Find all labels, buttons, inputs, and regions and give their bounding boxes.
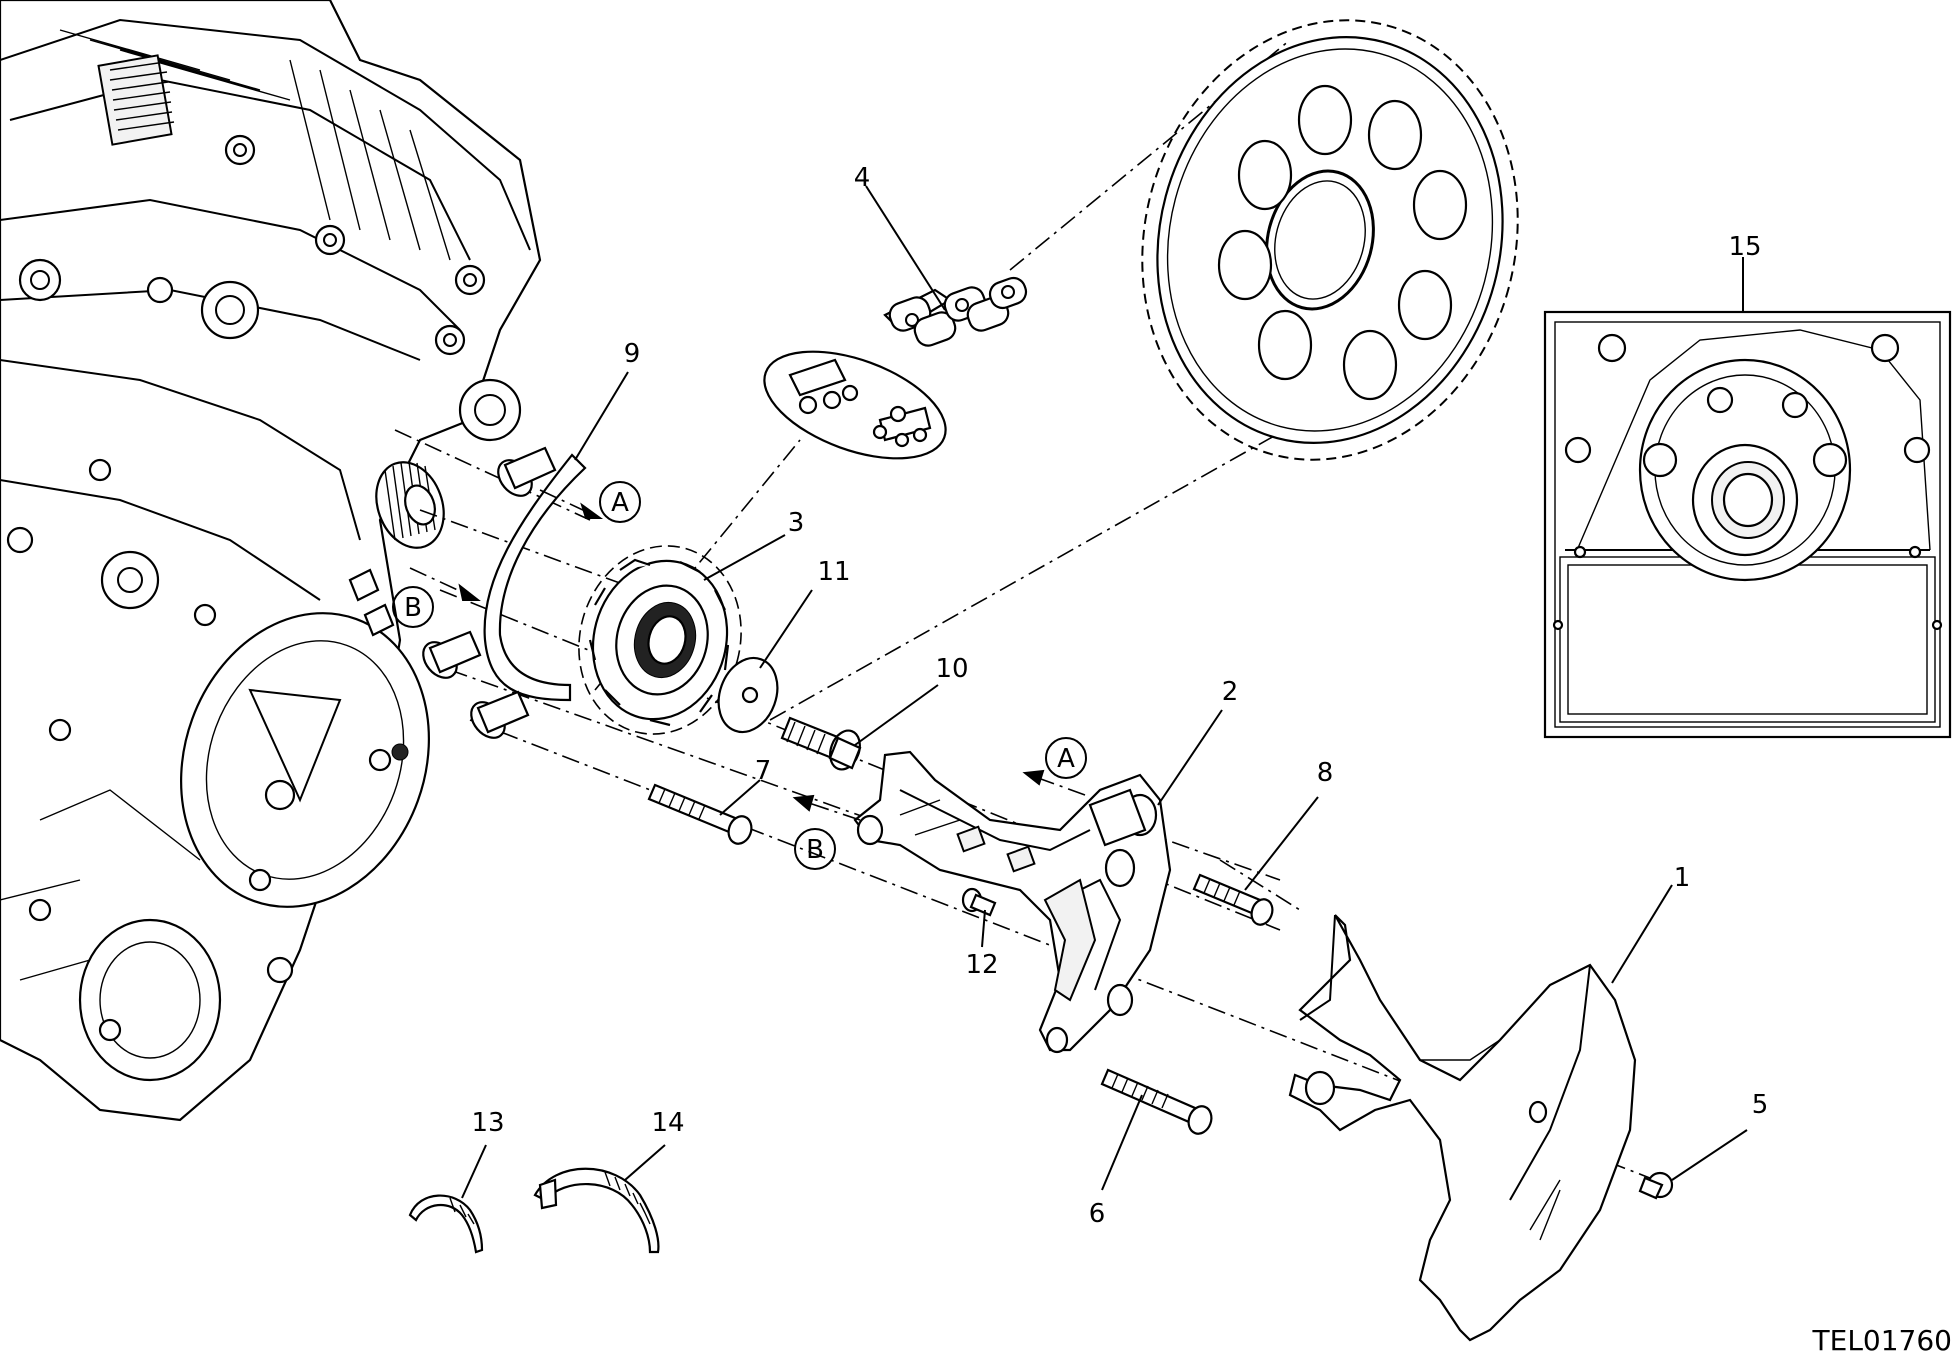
- callout-3: 3: [788, 508, 805, 538]
- callout-15: 15: [1728, 232, 1761, 262]
- cable-tie-14: [533, 1167, 660, 1254]
- callout-13: 13: [471, 1108, 504, 1138]
- callout-8: 8: [1317, 758, 1334, 788]
- callout-2: 2: [1222, 677, 1239, 707]
- leader-lines: [461, 185, 1748, 1199]
- callout-9: 9: [624, 339, 641, 369]
- marker-b-left: B: [392, 586, 434, 628]
- screw-5: [1638, 1171, 1674, 1200]
- sprocket-bolt: [780, 716, 862, 771]
- callout-1: 1: [1674, 863, 1691, 893]
- marker-a-top-label: A: [611, 488, 629, 518]
- callout-12: 12: [965, 950, 998, 980]
- small-screw: [961, 887, 997, 917]
- callout-4: 4: [854, 163, 871, 193]
- rear-sprocket: [1141, 19, 1519, 461]
- callout-10: 10: [935, 654, 968, 684]
- marker-b-right: B: [794, 828, 836, 870]
- chain-cover-bracket: [853, 750, 1172, 1054]
- marker-b-right-label: B: [806, 835, 824, 865]
- long-bolt-6: [1100, 1068, 1213, 1135]
- callout-5: 5: [1752, 1090, 1769, 1120]
- direction-arrows: [409, 489, 1086, 821]
- engine-assembly: [0, 0, 542, 1122]
- drawing-id: TEL01760: [1812, 1324, 1952, 1357]
- inset-detail-panel: [1543, 310, 1952, 739]
- callout-14: 14: [651, 1108, 684, 1138]
- marker-a-top: A: [599, 481, 641, 523]
- chain-cover: [1288, 914, 1637, 1342]
- front-sprocket: [578, 545, 742, 735]
- cable-tie-13: [408, 1194, 484, 1254]
- long-bolt-7: [647, 783, 753, 845]
- chain-master-link: [763, 276, 1028, 460]
- marker-b-left-label: B: [404, 593, 422, 623]
- callout-11: 11: [817, 557, 850, 587]
- washer: [717, 656, 779, 734]
- marker-a-right: A: [1045, 737, 1087, 779]
- chain-guide: [422, 446, 587, 739]
- marker-a-right-label: A: [1057, 744, 1075, 774]
- bolt-8: [1192, 873, 1274, 926]
- callout-6: 6: [1089, 1199, 1106, 1229]
- callout-numbers: 1 2 3 4 5 6 7 8 9 10 11 12 13 14 15: [471, 163, 1768, 1229]
- callout-7: 7: [755, 756, 772, 786]
